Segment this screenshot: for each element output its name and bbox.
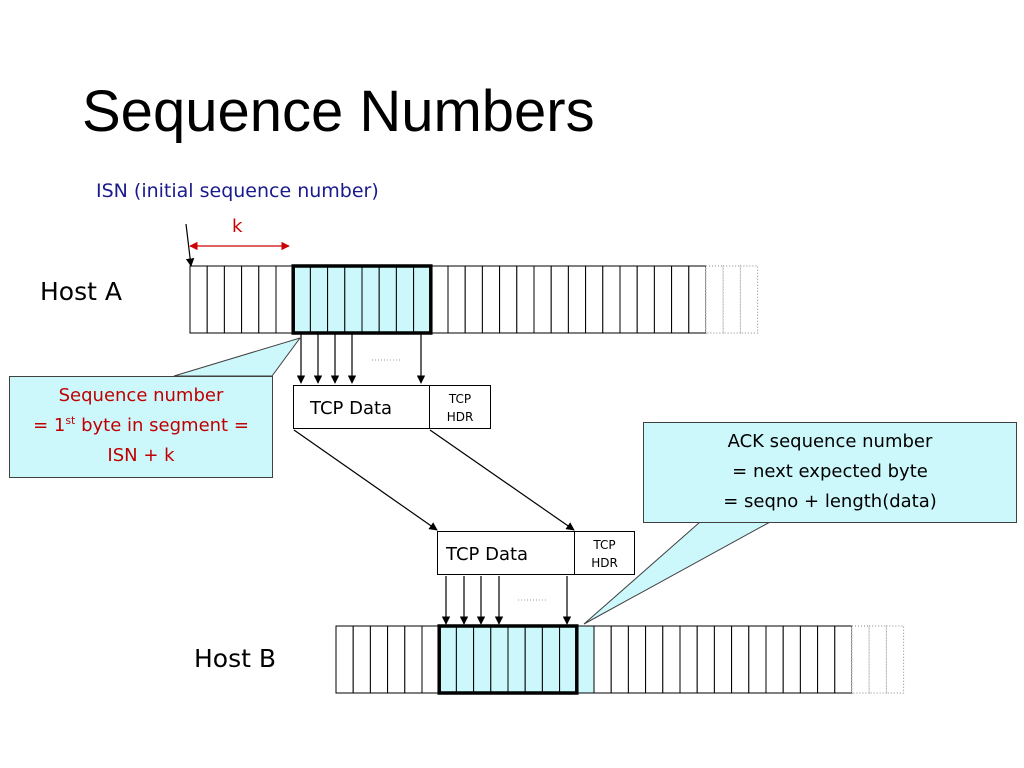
host-a-dotted-cell — [722, 265, 741, 334]
host-a-byte-cell — [327, 265, 346, 334]
host-a-byte-cell — [499, 265, 518, 334]
seq-callout-pointer — [173, 337, 302, 377]
host-a-dotted-cell — [739, 265, 759, 334]
host-b-byte-cell — [404, 625, 423, 694]
k-label: k — [232, 216, 243, 237]
segment-top-data-label: TCP Data — [310, 398, 393, 419]
host-b-label: Host B — [194, 644, 277, 673]
host-b-byte-cell — [593, 625, 612, 694]
host-b-byte-cell — [765, 625, 784, 694]
segment-top-header: TCP HDR — [429, 385, 491, 429]
host-b-byte-cell — [662, 625, 681, 694]
ack-callout: ACK sequence number = next expected byte… — [643, 422, 1017, 523]
host-b-byte-cell — [335, 625, 354, 694]
host-a-byte-cell — [189, 265, 208, 334]
host-b-byte-cell — [782, 625, 801, 694]
host-b-dotted-cell — [868, 625, 887, 694]
host-a-byte-cell — [653, 265, 673, 334]
slide-title: Sequence Numbers — [82, 79, 595, 144]
host-a-byte-cell — [671, 265, 690, 334]
ack-callout-line1: ACK sequence number — [727, 431, 933, 452]
seq-callout-line1: Sequence number — [58, 385, 224, 406]
host-a-byte-cell — [361, 265, 380, 334]
host-b-byte-cell — [541, 625, 561, 694]
host-b-byte-cell — [679, 625, 698, 694]
host-a-byte-cell — [275, 265, 294, 334]
host-a-byte-cell — [636, 265, 655, 334]
segment-bottom-data-label: TCP Data — [446, 544, 529, 565]
segment-bottom-hdr-line1: TCP — [593, 538, 616, 552]
host-a-byte-cell — [413, 265, 432, 334]
host-b-byte-cell — [817, 625, 836, 694]
host-b-byte-cell — [627, 625, 647, 694]
isn-pointer-arrow — [185, 223, 195, 267]
host-a-byte-cell — [447, 265, 466, 334]
host-a-byte-cell — [533, 265, 552, 334]
host-b-byte-cell — [421, 625, 440, 694]
isn-label: ISN (initial sequence number) — [96, 180, 379, 202]
host-a-dotted-cell — [705, 265, 724, 334]
host-b-byte-cell — [799, 625, 819, 694]
ack-callout-line3: = seqno + length(data) — [723, 491, 937, 512]
host-a-byte-cell — [516, 265, 535, 334]
host-a-byte-cell — [550, 265, 569, 334]
host-a-label: Host A — [40, 277, 122, 306]
host-b-byte-cell — [524, 625, 543, 694]
host-a-byte-cell — [378, 265, 397, 334]
host-a-byte-cell — [481, 265, 501, 334]
host-b-dotted-cell — [885, 625, 905, 694]
host-a-byte-cell — [602, 265, 621, 334]
host-a-byte-cell — [585, 265, 604, 334]
host-a-byte-cell — [464, 265, 483, 334]
host-b-byte-cell — [748, 625, 767, 694]
host-b-byte-cell — [576, 625, 595, 694]
host-a-byte-cell — [344, 265, 363, 334]
host-b-byte-cell — [387, 625, 406, 694]
host-b-byte-cell — [473, 625, 492, 694]
host-a-byte-cell — [258, 265, 277, 334]
host-b-byte-cell — [438, 625, 457, 694]
host-b-byte-cell — [507, 625, 526, 694]
host-a-byte-cell — [309, 265, 329, 334]
host-a-byte-cell — [619, 265, 638, 334]
host-b-byte-cell — [559, 625, 578, 694]
host-b-byte-cell — [645, 625, 664, 694]
host-b-byte-cell — [490, 625, 509, 694]
segment-top-data: TCP Data — [293, 385, 430, 429]
segment-bottom-data: TCP Data — [437, 531, 575, 575]
ack-callout-line2: = next expected byte — [732, 461, 928, 482]
host-a-byte-cell — [430, 265, 449, 334]
host-b-byte-cell — [352, 625, 371, 694]
host-a-byte-cell — [567, 265, 587, 334]
host-b-byte-cell — [696, 625, 715, 694]
host-a-byte-cell — [223, 265, 243, 334]
host-b-byte-cell — [369, 625, 389, 694]
host-a-byte-cell — [292, 265, 311, 334]
seq-callout-line3: ISN + k — [107, 445, 175, 466]
host-b-segment-outline — [437, 624, 579, 695]
host-a-byte-cell — [241, 265, 260, 334]
host-b-byte-cell — [834, 625, 853, 694]
host-a-segment-outline — [291, 264, 433, 335]
host-b-byte-cell — [455, 625, 475, 694]
host-a-byte-cell — [395, 265, 415, 334]
host-b-byte-cell — [731, 625, 750, 694]
segment-top-hdr-line1: TCP — [448, 392, 472, 406]
segment-top-hdr-line2: HDR — [446, 410, 474, 424]
segment-travel-arrow — [429, 429, 575, 531]
segment-bottom-header: TCP HDR — [574, 531, 635, 575]
host-a-byte-cell — [206, 265, 225, 334]
sequence-number-callout: Sequence number = 1st byte in segment = … — [9, 376, 273, 478]
host-b-dotted-cell — [851, 625, 870, 694]
host-b-byte-cell — [713, 625, 733, 694]
segment-bottom-hdr-line2: HDR — [591, 556, 618, 570]
segment-travel-arrow — [293, 429, 438, 531]
host-a-byte-cell — [688, 265, 707, 334]
seq-callout-line2: = 1st byte in segment = — [33, 414, 249, 436]
host-b-byte-cell — [610, 625, 629, 694]
